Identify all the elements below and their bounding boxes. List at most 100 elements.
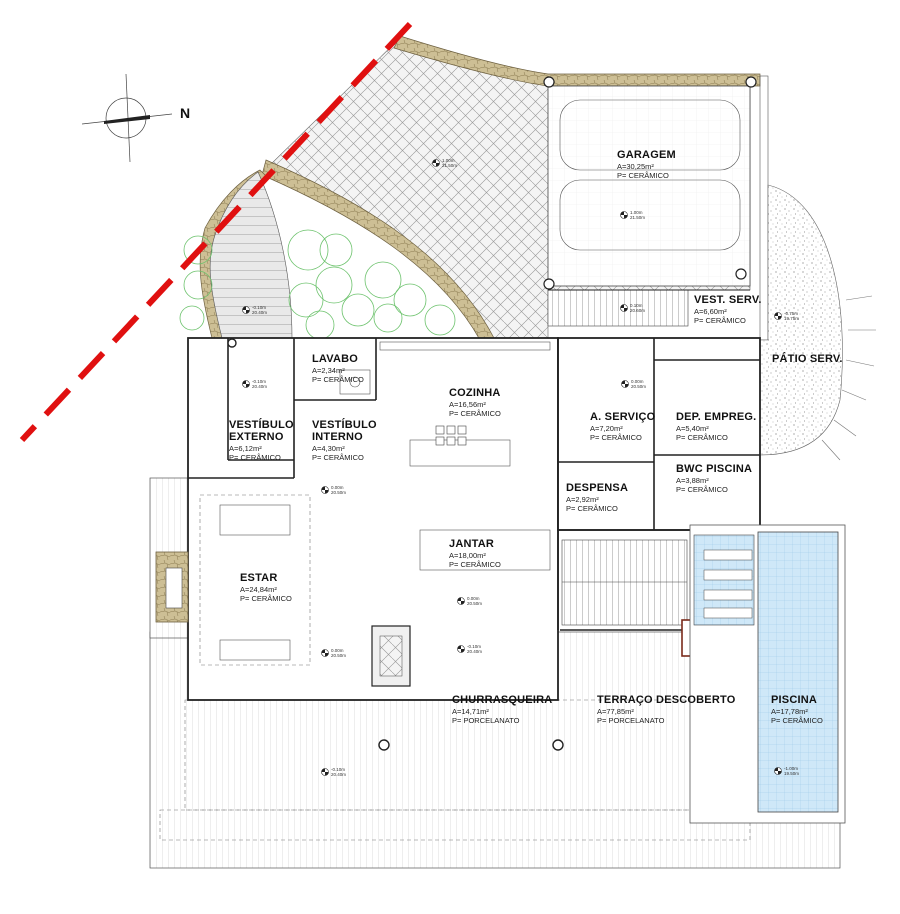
level-abs: 20.50m bbox=[631, 384, 646, 389]
room-area: A=17,78m² bbox=[771, 707, 808, 716]
garden-trees bbox=[179, 229, 456, 340]
room-floor: P= CERÂMICO bbox=[590, 433, 642, 442]
room-label-patio-serv: PÁTIO SERV. bbox=[772, 352, 843, 365]
level-abs: 19.75m bbox=[784, 316, 799, 321]
room-area: A=4,30m² bbox=[312, 444, 345, 453]
room-name: COZINHA bbox=[449, 387, 501, 399]
service-stair bbox=[547, 289, 689, 327]
room-floor: P= PORCELANATO bbox=[452, 716, 520, 725]
room-area: A=18,00m² bbox=[449, 551, 486, 560]
room-floor: P= PORCELANATO bbox=[597, 716, 665, 725]
room-name: CHURRASQUEIRA bbox=[452, 694, 552, 706]
room-area: A=2,34m² bbox=[312, 366, 345, 375]
room-area: A=5,40m² bbox=[676, 424, 709, 433]
room-name: EXTERNO bbox=[229, 431, 284, 443]
pool-water bbox=[757, 531, 839, 813]
room-area: A=14,71m² bbox=[452, 707, 489, 716]
room-name: DEP. EMPREG. bbox=[676, 411, 756, 423]
room-floor: P= CERÂMICO bbox=[617, 171, 669, 180]
room-name: ESTAR bbox=[240, 572, 277, 584]
level-value: -0.10m bbox=[252, 379, 266, 384]
room-name: VESTÍBULO bbox=[312, 418, 377, 431]
level-value: 0.10m bbox=[630, 303, 643, 308]
room-name: BWC PISCINA bbox=[676, 463, 752, 475]
room-name: DESPENSA bbox=[566, 482, 628, 494]
north-arrow: N bbox=[81, 73, 190, 163]
north-label: N bbox=[180, 105, 190, 121]
room-floor: P= CERÂMICO bbox=[676, 485, 728, 494]
room-area: A=24,84m² bbox=[240, 585, 277, 594]
room-name: A. SERVIÇO bbox=[590, 411, 656, 423]
room-floor: P= CERÂMICO bbox=[229, 453, 281, 462]
level-value: -0.10m bbox=[467, 644, 481, 649]
level-markers: 1.00m21.50m1.00m21.50m-0.10m20.40m0.10m2… bbox=[242, 158, 799, 777]
room-area: A=7,20m² bbox=[590, 424, 623, 433]
room-floor: P= CERÂMICO bbox=[676, 433, 728, 442]
level-abs: 21.50m bbox=[442, 163, 457, 168]
room-floor: P= CERÂMICO bbox=[312, 375, 364, 384]
level-value: -0.10m bbox=[331, 767, 345, 772]
property-line bbox=[19, 21, 413, 443]
service-block bbox=[557, 337, 761, 531]
room-name: INTERNO bbox=[312, 431, 363, 443]
level-abs: 20.50m bbox=[331, 490, 346, 495]
room-name: JANTAR bbox=[449, 538, 494, 550]
level-value: 1.00m bbox=[630, 210, 643, 215]
level-abs: 20.50m bbox=[467, 601, 482, 606]
gravel-patio bbox=[759, 184, 843, 456]
room-floor: P= CERÂMICO bbox=[449, 409, 501, 418]
room-name: TERRAÇO DESCOBERTO bbox=[597, 694, 736, 706]
level-value: 0.00m bbox=[631, 379, 644, 384]
room-name: GARAGEM bbox=[617, 149, 676, 161]
room-name: LAVABO bbox=[312, 353, 358, 365]
level-abs: 21.50m bbox=[630, 215, 645, 220]
room-name: PISCINA bbox=[771, 694, 817, 706]
room-name: PÁTIO SERV. bbox=[772, 352, 843, 365]
level-abs: 20.40m bbox=[467, 649, 482, 654]
room-floor: P= CERÂMICO bbox=[771, 716, 823, 725]
level-value: -0.75m bbox=[784, 311, 798, 316]
room-floor: P= CERÂMICO bbox=[240, 594, 292, 603]
level-value: 1.00m bbox=[442, 158, 455, 163]
level-abs: 19.50m bbox=[784, 771, 799, 776]
room-area: A=2,92m² bbox=[566, 495, 599, 504]
room-area: A=30,25m² bbox=[617, 162, 654, 171]
level-value: 0.00m bbox=[331, 648, 344, 653]
room-area: A=77,85m² bbox=[597, 707, 634, 716]
room-area: A=16,56m² bbox=[449, 400, 486, 409]
room-area: A=6,60m² bbox=[694, 307, 727, 316]
level-abs: 20.60m bbox=[630, 308, 645, 313]
level-abs: 20.40m bbox=[331, 772, 346, 777]
level-abs: 20.40m bbox=[252, 384, 267, 389]
level-value: 0.00m bbox=[331, 485, 344, 490]
